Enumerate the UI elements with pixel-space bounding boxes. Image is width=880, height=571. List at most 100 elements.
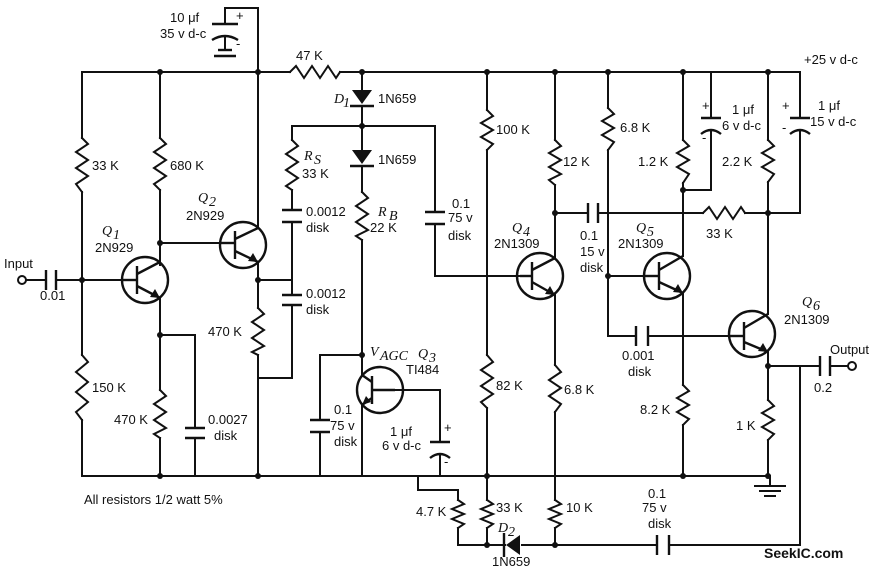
input-terminal [17,275,27,285]
svg-text:2N1309: 2N1309 [494,236,540,251]
svg-text:0.001: 0.001 [622,348,655,363]
svg-text:5: 5 [647,225,654,240]
svg-text:1N659: 1N659 [378,152,416,167]
resistor-47k-bottom [449,498,467,530]
svg-text:-: - [702,130,706,145]
resistor-100k [479,108,495,152]
svg-text:disk: disk [648,516,672,531]
svg-text:82 K: 82 K [496,378,523,393]
svg-text:-: - [782,120,786,135]
svg-text:15 v d-c: 15 v d-c [810,114,857,129]
capacitors [44,22,832,555]
resistor-47k-top [288,64,342,80]
svg-text:Q: Q [198,191,208,206]
svg-text:R: R [377,205,387,220]
svg-text:33 K: 33 K [496,500,523,515]
resistor-33k-bottom [478,498,496,530]
wiring [25,7,849,546]
watermark: SeekIC.com [764,545,843,561]
svg-text:6.8 K: 6.8 K [620,120,651,135]
diode-d1 [352,90,372,104]
svg-text:+: + [782,98,790,113]
svg-text:disk: disk [214,428,238,443]
resistor-470k-mid [249,306,266,357]
resistor-rs [284,138,300,192]
svg-text:2N929: 2N929 [95,240,133,255]
svg-text:0.01: 0.01 [40,288,65,303]
svg-text:disk: disk [448,228,472,243]
resistor-680k [152,136,168,192]
diode-mid [352,150,372,164]
svg-text:6.8 K: 6.8 K [564,382,595,397]
svg-text:disk: disk [306,220,330,235]
svg-text:47 K: 47 K [296,48,323,63]
transistor-q1 [120,255,170,305]
resistor-150k [74,353,90,422]
transistors [120,220,777,415]
svg-text:75 v: 75 v [448,210,473,225]
svg-text:470 K: 470 K [114,412,148,427]
svg-text:D: D [333,92,344,107]
svg-text:4.7 K: 4.7 K [416,504,447,519]
resistors [74,64,776,530]
svg-text:-: - [236,36,240,51]
svg-text:1.2 K: 1.2 K [638,154,669,169]
supply-label: +25 v d-c [804,52,858,67]
svg-text:2N1309: 2N1309 [618,236,664,251]
svg-text:V: V [370,345,380,360]
svg-text:0.1: 0.1 [648,486,666,501]
svg-text:1N659: 1N659 [492,554,530,569]
svg-text:10 K: 10 K [566,500,593,515]
svg-text:6 v d-c: 6 v d-c [382,438,422,453]
resistor-82k [479,353,495,410]
svg-text:0.1: 0.1 [334,402,352,417]
svg-text:2: 2 [508,525,515,540]
svg-text:disk: disk [580,260,604,275]
input-label: Input [4,256,33,271]
svg-text:0.1: 0.1 [452,196,470,211]
svg-text:75 v: 75 v [330,418,355,433]
svg-text:Q: Q [512,221,522,236]
transistor-q4 [515,251,565,301]
svg-text:+: + [236,8,244,23]
svg-text:22 K: 22 K [370,220,397,235]
svg-text:disk: disk [628,364,652,379]
svg-text:1: 1 [343,96,350,111]
svg-text:0.0027: 0.0027 [208,412,248,427]
svg-text:0.1: 0.1 [580,228,598,243]
svg-text:1N659: 1N659 [378,91,416,106]
transistor-q3 [355,365,405,415]
svg-text:33 K: 33 K [302,166,329,181]
svg-text:TI484: TI484 [406,362,439,377]
resistor-470k-bottom [152,388,168,440]
svg-text:Q: Q [636,221,646,236]
svg-text:disk: disk [334,434,358,449]
svg-text:2N929: 2N929 [186,208,224,223]
svg-text:680 K: 680 K [170,158,204,173]
svg-text:D: D [497,521,508,536]
svg-text:2N1309: 2N1309 [784,312,830,327]
resistor-note: All resistors 1/2 watt 5% [84,492,223,507]
resistor-12k-q5 [675,138,691,185]
svg-text:75 v: 75 v [642,500,667,515]
diodes [350,90,520,557]
resistor-1k [760,398,776,442]
svg-text:0.2: 0.2 [814,380,832,395]
svg-text:Q: Q [802,295,812,310]
svg-text:8.2 K: 8.2 K [640,402,671,417]
svg-text:0.0012: 0.0012 [306,286,346,301]
svg-text:6: 6 [813,299,820,314]
resistor-10k [546,498,564,530]
svg-text:6 v d-c: 6 v d-c [722,118,762,133]
output-terminal [847,361,857,371]
svg-text:S: S [314,153,321,168]
svg-text:12 K: 12 K [563,154,590,169]
svg-text:1 μf: 1 μf [818,98,840,113]
junctions [79,69,771,548]
svg-text:Q: Q [102,224,112,239]
svg-text:100 K: 100 K [496,122,530,137]
resistor-12k [547,138,564,187]
diode-d2 [506,535,520,555]
